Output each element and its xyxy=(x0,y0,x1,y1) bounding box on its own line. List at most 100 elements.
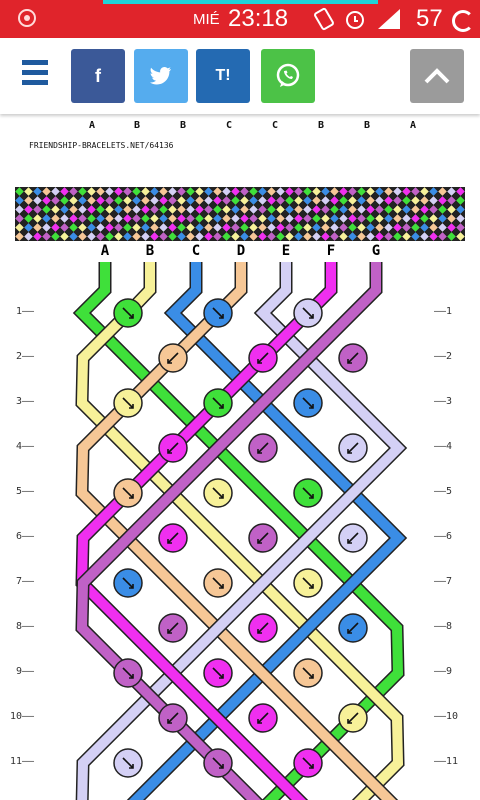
preview-knot xyxy=(383,213,394,224)
preview-knot xyxy=(32,213,43,224)
preview-knot xyxy=(338,187,349,197)
preview-knot xyxy=(266,222,277,233)
tuenti-share-button[interactable]: T! xyxy=(196,49,250,103)
preview-knot xyxy=(437,213,448,224)
preview-knot xyxy=(23,187,34,197)
vibrate-icon xyxy=(314,7,334,31)
preview-knot xyxy=(446,187,457,197)
preview-knot xyxy=(401,213,412,224)
row-label-left: 6—— xyxy=(16,531,35,542)
preview-knot xyxy=(23,204,34,215)
preview-knot xyxy=(446,222,457,233)
preview-knot xyxy=(77,187,88,197)
knot xyxy=(293,478,323,508)
preview-knot xyxy=(122,195,133,206)
knot xyxy=(293,298,323,328)
knot-letters-row: A B B C C B B A xyxy=(0,120,480,134)
preview-knot xyxy=(158,204,169,215)
preview-knot xyxy=(428,187,439,197)
hamburger-icon[interactable] xyxy=(22,60,48,88)
preview-knot xyxy=(392,213,403,224)
knot xyxy=(248,433,278,463)
preview-knot xyxy=(104,195,115,206)
knot xyxy=(203,298,233,328)
preview-knot xyxy=(338,204,349,215)
preview-knot xyxy=(221,204,232,215)
preview-knot xyxy=(446,204,457,215)
preview-knot xyxy=(419,204,430,215)
preview-knot xyxy=(23,213,34,224)
knot xyxy=(113,748,143,778)
preview-knot xyxy=(41,195,52,206)
knot xyxy=(203,388,233,418)
preview-knot xyxy=(176,222,187,233)
preview-knot xyxy=(275,213,286,224)
preview-knot xyxy=(455,213,465,224)
preview-knot xyxy=(356,222,367,233)
preview-knot xyxy=(320,195,331,206)
preview-knot xyxy=(410,213,421,224)
preview-knot xyxy=(446,213,457,224)
string-label: B xyxy=(146,243,154,259)
facebook-share-button[interactable]: f xyxy=(71,49,125,103)
row-label-right: ——9 xyxy=(434,666,453,677)
preview-knot xyxy=(284,213,295,224)
top-toolbar: f T! xyxy=(0,38,480,114)
preview-knot xyxy=(284,204,295,215)
bracelet-preview xyxy=(15,187,465,241)
preview-knot xyxy=(221,213,232,224)
preview-knot xyxy=(212,222,223,233)
preview-knot xyxy=(284,187,295,197)
preview-knot xyxy=(383,222,394,233)
preview-knot xyxy=(158,195,169,206)
preview-knot xyxy=(347,204,358,215)
preview-knot xyxy=(356,204,367,215)
preview-knot xyxy=(347,187,358,197)
preview-knot xyxy=(365,195,376,206)
preview-knot xyxy=(15,204,25,215)
string-label: E xyxy=(282,243,290,259)
knot xyxy=(248,343,278,373)
preview-knot xyxy=(374,204,385,215)
knot xyxy=(113,658,143,688)
preview-knot xyxy=(311,213,322,224)
preview-knot xyxy=(158,213,169,224)
preview-knot xyxy=(185,222,196,233)
twitter-share-button[interactable] xyxy=(134,49,188,103)
row-label-left: 3—— xyxy=(16,396,35,407)
string-label: F xyxy=(327,243,335,259)
preview-knot xyxy=(257,204,268,215)
preview-knot xyxy=(320,222,331,233)
alarm-icon xyxy=(346,11,364,29)
preview-knot xyxy=(185,195,196,206)
preview-knot xyxy=(374,222,385,233)
preview-knot xyxy=(59,222,70,233)
preview-knot xyxy=(365,213,376,224)
preview-knot xyxy=(257,213,268,224)
preview-knot xyxy=(320,204,331,215)
preview-knot xyxy=(122,213,133,224)
row-label-left: 7—— xyxy=(16,576,35,587)
preview-knot xyxy=(284,195,295,206)
preview-knot xyxy=(50,195,61,206)
preview-knot xyxy=(167,222,178,233)
preview-knot xyxy=(356,187,367,197)
preview-knot xyxy=(428,222,439,233)
preview-knot xyxy=(293,213,304,224)
knot xyxy=(158,433,188,463)
preview-knot xyxy=(140,195,151,206)
row-label-left: 1—— xyxy=(16,306,35,317)
scroll-to-top-button[interactable] xyxy=(410,49,464,103)
whatsapp-share-button[interactable] xyxy=(261,49,315,103)
preview-knot xyxy=(419,187,430,197)
preview-knot xyxy=(455,222,465,233)
preview-knot xyxy=(383,195,394,206)
preview-knot xyxy=(365,204,376,215)
preview-knot xyxy=(248,204,259,215)
row-label-right: ——1 xyxy=(434,306,453,317)
preview-knot xyxy=(311,195,322,206)
preview-knot xyxy=(437,195,448,206)
knot-letter: B xyxy=(318,120,325,131)
preview-knot xyxy=(131,187,142,197)
knot-letter: B xyxy=(364,120,371,131)
